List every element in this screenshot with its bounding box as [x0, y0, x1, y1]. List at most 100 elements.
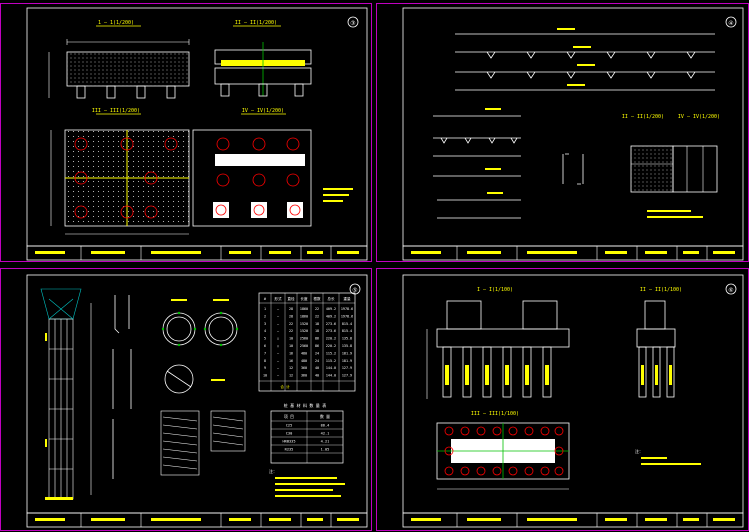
table-cell: —: [277, 374, 280, 378]
table-header-cell: 形式: [274, 296, 282, 301]
table-cell: 1978.6: [341, 307, 353, 311]
stirrup-springs: [160, 410, 246, 476]
table-cell: 115.2: [326, 351, 336, 355]
table-cell: 40: [315, 366, 319, 370]
table-cell: 10: [289, 344, 293, 348]
material-cell: 86.4: [321, 424, 330, 428]
spiral-sections: [162, 312, 238, 394]
table-cell: 18: [315, 329, 319, 333]
table-cell: 815.4: [342, 329, 352, 333]
table-header-cell: 重量: [343, 296, 351, 301]
table2-title: 桩 基 材 料 数 量 表: [284, 402, 326, 408]
table-cell: 2560: [300, 344, 308, 348]
title-block: [26, 245, 368, 261]
piles-elevation: [442, 346, 552, 398]
drawing-sheet-3[interactable]: ⑤: [0, 268, 372, 531]
table-cell: 22: [315, 314, 319, 318]
table-cell: 135.8: [342, 337, 352, 341]
table-cell: ○: [277, 337, 279, 341]
material-cell: 42.1: [321, 432, 330, 436]
table-cell: 4: [264, 329, 266, 333]
table-cell: 1520: [300, 322, 308, 326]
table-cell: 40: [315, 374, 319, 378]
table-cell: —: [277, 329, 280, 333]
table-cell: 28: [289, 314, 293, 318]
pile-cage-elevation: [40, 288, 82, 500]
pile-circles: [444, 426, 564, 476]
sheet-number: ③: [350, 20, 355, 27]
table-header-cell: 长度: [300, 296, 308, 301]
table-cell: 1: [264, 307, 266, 311]
sheet-1-drawing: ③ 1 — 1(1/200) II — II(1/200): [26, 7, 368, 261]
material-cell: R235: [285, 448, 294, 452]
view-title-3: III — III(1/200): [92, 108, 140, 114]
table-cell: 409.2: [326, 314, 336, 318]
table-cell: 5: [264, 337, 266, 341]
table-cell: 135.8: [342, 344, 352, 348]
table-cell: 7: [264, 351, 266, 355]
sheet-number-badge: [347, 16, 359, 28]
table-cell: 10: [289, 337, 293, 341]
table-cell: 2560: [300, 337, 308, 341]
sheet-number: ④: [728, 20, 733, 27]
pile-foundation-elevation: [436, 300, 570, 348]
table-cell: 16: [289, 351, 293, 355]
view-title-2: II — II(1/100): [640, 287, 682, 293]
table-cell: 273.6: [326, 322, 336, 326]
table-cell: 24: [315, 351, 319, 355]
svg-text:项 目: 项 目: [284, 414, 294, 419]
pile-stubs: [76, 85, 176, 99]
material-cell: C30: [286, 432, 293, 436]
table-cell: 12: [289, 366, 293, 370]
table-cell: 127.9: [342, 366, 352, 370]
pile-circles-plan: [74, 137, 178, 219]
view-title-2: II — II(1/200): [235, 20, 277, 26]
table-cell: 22: [289, 322, 293, 326]
view-title-1: I — I(1/100): [477, 287, 513, 293]
table-cell: 3: [264, 322, 266, 326]
sheet-3-drawing: ⑤: [26, 274, 368, 528]
table-header-cell: #: [264, 297, 267, 301]
table-cell: 22: [289, 329, 293, 333]
table-cell: —: [277, 359, 280, 363]
sheet-2-drawing: ④: [402, 7, 744, 261]
table-cell: 144.0: [326, 366, 336, 370]
table-total-label: 合 计: [280, 384, 290, 389]
view-title-4: IV — IV(1/200): [242, 108, 284, 114]
svg-text:数 量: 数 量: [320, 414, 330, 419]
table-cell: 360: [301, 374, 307, 378]
drawing-sheet-4[interactable]: ⑥ I — I(1/100) II — II(1/100): [376, 268, 749, 531]
table-cell: 144.0: [326, 374, 336, 378]
table-cell: —: [277, 314, 280, 318]
table-header-cell: 总长: [327, 296, 335, 301]
table-cell: ○: [277, 344, 279, 348]
table-cell: —: [277, 351, 280, 355]
drawing-sheet-2[interactable]: ④: [376, 3, 749, 262]
table-cell: 1860: [300, 314, 308, 318]
view-title-3: III — III(1/100): [471, 411, 519, 417]
view-title-1: II — II(1/200): [622, 114, 664, 120]
table-cell: 28: [289, 307, 293, 311]
table-cell: 10: [263, 374, 267, 378]
drawing-sheet-1[interactable]: ③ 1 — 1(1/200) II — II(1/200): [0, 3, 372, 262]
sheet-number: ⑥: [728, 287, 733, 294]
white-beam-band: [215, 154, 305, 166]
material-cell: C25: [286, 424, 293, 428]
table-cell: 220.2: [326, 337, 336, 341]
table-cell: 8: [264, 359, 266, 363]
table-header-cell: 直径: [287, 296, 295, 301]
table-cell: 181.9: [342, 359, 352, 363]
material-cell: 4.21: [321, 440, 330, 444]
table-cell: 115.2: [326, 359, 336, 363]
table-cell: 360: [301, 366, 307, 370]
table-cell: 480: [301, 351, 307, 355]
table-cell: 1978.6: [341, 314, 353, 318]
table-cell: 6: [264, 344, 266, 348]
table-cell: 22: [315, 307, 319, 311]
table-cell: 24: [315, 359, 319, 363]
table-cell: —: [277, 307, 280, 311]
table-cell: 1860: [300, 307, 308, 311]
